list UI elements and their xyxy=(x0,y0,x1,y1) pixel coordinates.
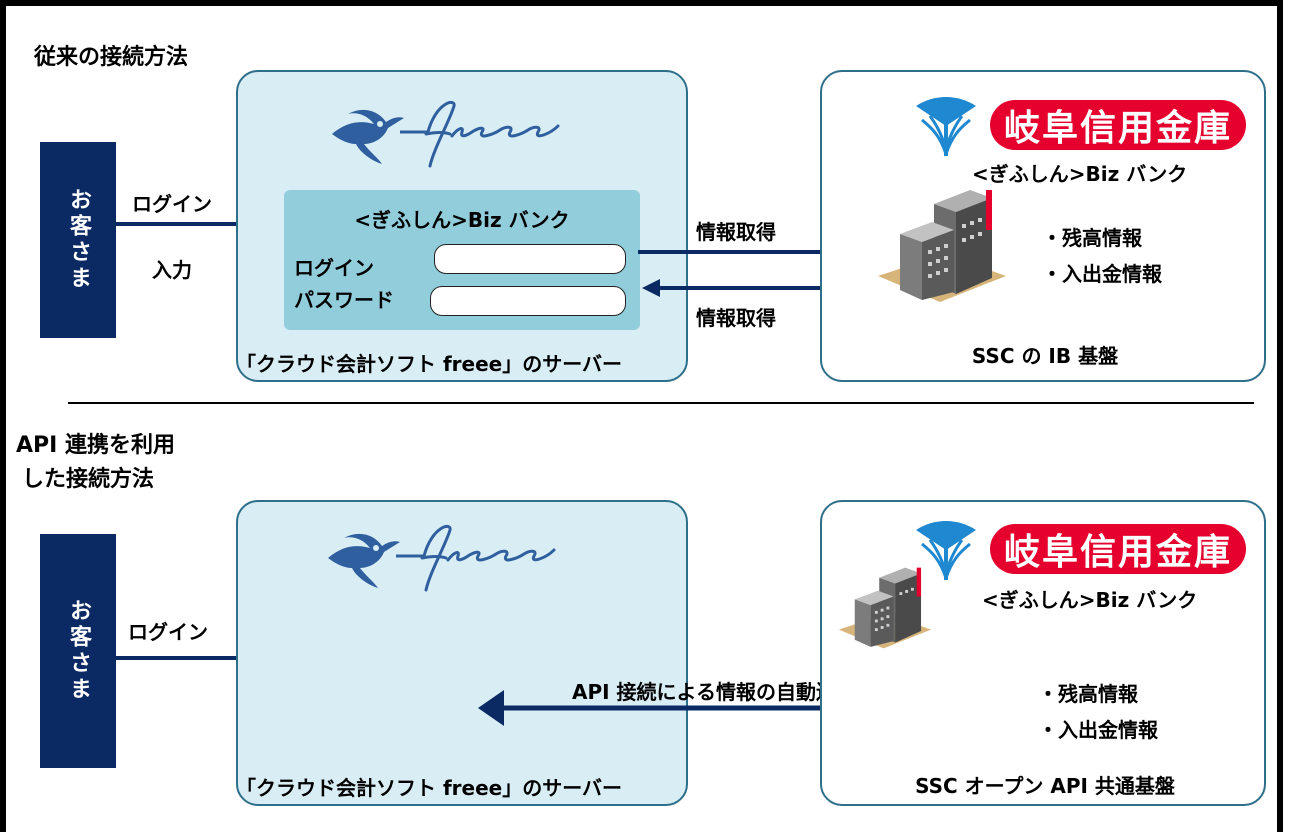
section1-title: 従来の接続方法 xyxy=(34,45,189,70)
password-input[interactable] xyxy=(430,286,626,316)
login-arrow-label: ログイン xyxy=(132,192,212,216)
bank-logo: 岐阜信用金庫 xyxy=(990,100,1246,150)
freee-server-caption-2: 「クラウド会計ソフト freee」のサーバー xyxy=(236,776,623,800)
api-arrow-label: API 接続による情報の自動連携 xyxy=(572,680,856,704)
freee-logo-icon-2 xyxy=(328,524,556,592)
freee-server-panel: freee <ぎふしん>Biz バンク ログイン パスワード 「クラウド会計ソフ… xyxy=(236,70,688,382)
bank-logo-text-2: 岐阜信用金庫 xyxy=(1003,532,1232,573)
bank-building-icon xyxy=(878,190,1006,302)
password-field-label: パスワード xyxy=(294,288,394,312)
section2-title-line2: した接続方法 xyxy=(22,467,155,492)
freee-logo-icon xyxy=(332,100,560,168)
bank-logo-2: 岐阜信用金庫 xyxy=(990,524,1246,574)
bank-info-balance: ・残高情報 xyxy=(1042,226,1142,250)
input-label: 入力 xyxy=(152,258,192,282)
customer-box-2: お客さま xyxy=(40,534,116,768)
bank-logo-text: 岐阜信用金庫 xyxy=(1003,108,1232,149)
bank-emblem-icon xyxy=(916,97,976,156)
info-arrow-bottom-label: 情報取得 xyxy=(696,306,776,330)
login-input[interactable] xyxy=(434,244,626,274)
freee-server-panel-2: freee 「クラウド会計ソフト freee」のサーバー xyxy=(236,500,688,806)
bank-emblem-icon-2 xyxy=(916,521,976,580)
bank-building-icon-2 xyxy=(838,567,932,649)
customer-box: お客さま xyxy=(40,142,116,338)
customer-label: お客さま xyxy=(66,188,91,292)
info-arrow-top-label: 情報取得 xyxy=(696,220,776,244)
bank-service-name-2: <ぎふしん>Biz バンク xyxy=(982,588,1198,612)
bank-ib-caption: SSC の IB 基盤 xyxy=(971,344,1119,368)
bank-info-transactions: ・入出金情報 xyxy=(1042,262,1162,286)
bank-api-panel: 岐阜信用金庫 <ぎふしん>Biz バンク ・残高情報 ・入出金情報 SSC オー… xyxy=(820,500,1266,806)
section-divider xyxy=(68,402,1254,404)
bank-info-balance-2: ・残高情報 xyxy=(1038,682,1138,706)
bank-service-name: <ぎふしん>Biz バンク xyxy=(972,162,1188,186)
login-arrow-label-2: ログイン xyxy=(128,620,208,644)
login-form-box: <ぎふしん>Biz バンク ログイン パスワード xyxy=(284,190,640,330)
section2-title-line1: API 連携を利用 xyxy=(16,433,175,458)
customer-label-2: お客さま xyxy=(66,599,91,703)
login-form-title: <ぎふしん>Biz バンク xyxy=(354,208,570,232)
freee-server-caption: 「クラウド会計ソフト freee」のサーバー xyxy=(236,352,623,376)
bank-api-caption: SSC オープン API 共通基盤 xyxy=(915,774,1175,798)
bank-ib-panel: 岐阜信用金庫 <ぎふしん>Biz バンク ・残高情報 ・入出金情報 SSC の … xyxy=(820,70,1266,382)
bank-info-transactions-2: ・入出金情報 xyxy=(1038,718,1158,742)
login-field-label: ログイン xyxy=(294,256,374,280)
